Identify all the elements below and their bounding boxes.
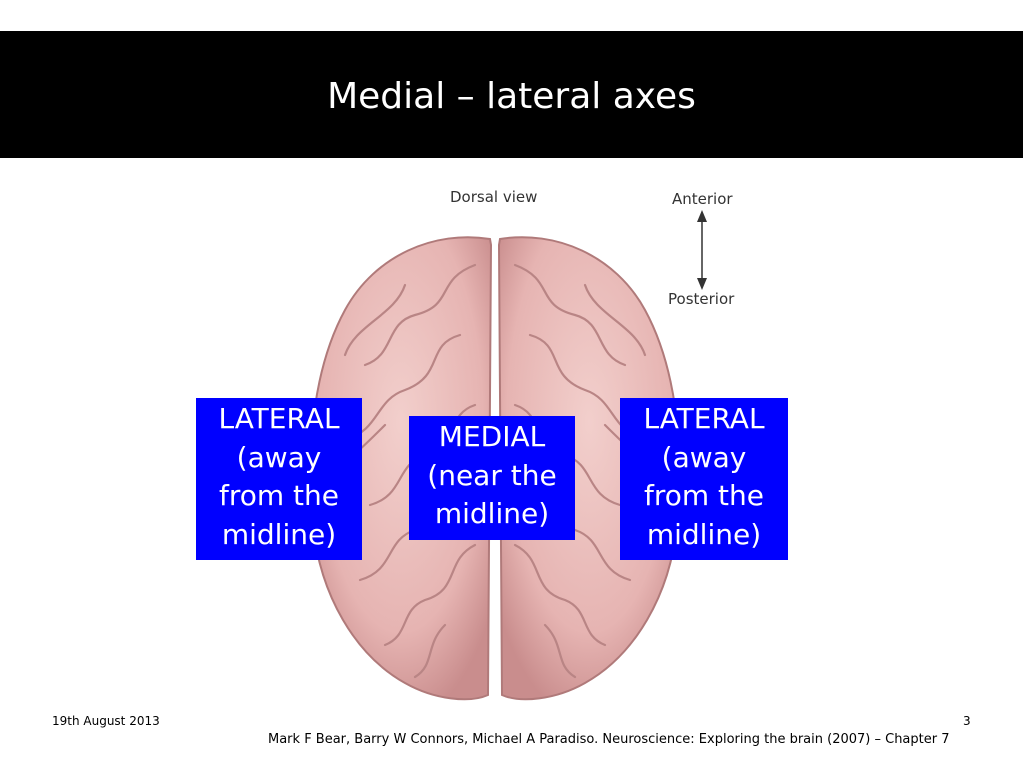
- posterior-label: Posterior: [668, 290, 735, 308]
- anterior-label: Anterior: [672, 190, 733, 208]
- anterior-posterior-arrow-icon: [697, 210, 707, 290]
- slide-date: 19th August 2013: [52, 714, 160, 728]
- lateral-left-label: LATERAL (away from the midline): [196, 398, 362, 560]
- citation: Mark F Bear, Barry W Connors, Michael A …: [268, 732, 950, 747]
- dorsal-view-label: Dorsal view: [450, 188, 538, 206]
- page-number: 3: [963, 714, 971, 728]
- title-bar: [0, 31, 1023, 158]
- lateral-right-label: LATERAL (away from the midline): [620, 398, 788, 560]
- slide-title: Medial – lateral axes: [327, 76, 696, 117]
- medial-label: MEDIAL (near the midline): [409, 416, 575, 540]
